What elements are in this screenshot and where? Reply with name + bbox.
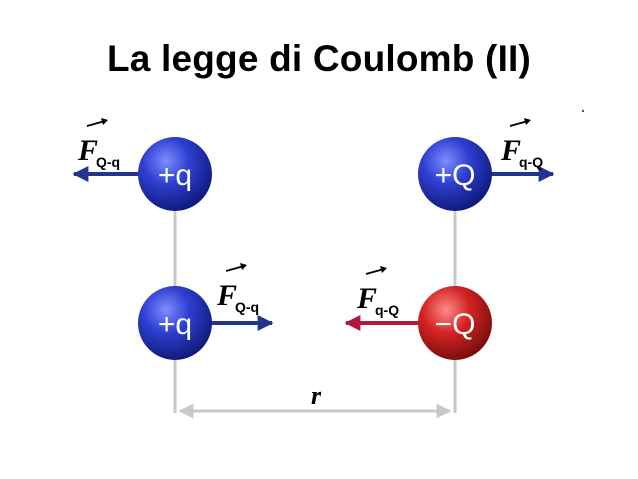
force-label-top-right: F q-Q xyxy=(500,118,543,170)
slide-title: La legge di Coulomb (II) xyxy=(106,38,532,79)
force-symbol: F xyxy=(216,279,237,312)
decorative-dot xyxy=(581,109,585,113)
force-symbol: F xyxy=(500,134,521,167)
force-subscript: Q-q xyxy=(96,154,120,170)
force-symbol: F xyxy=(356,282,377,315)
charge-top-left: +q xyxy=(138,137,212,211)
charge-label: +q xyxy=(158,159,192,192)
force-symbol: F xyxy=(77,134,98,167)
charge-bottom-right: −Q xyxy=(418,286,492,360)
force-subscript: Q-q xyxy=(235,299,259,315)
force-label-bottom-left: F Q-q xyxy=(216,263,259,315)
force-label-top-left: F Q-q xyxy=(77,118,120,170)
force-label-bottom-right: F q-Q xyxy=(356,266,399,318)
charge-label: +Q xyxy=(435,159,476,192)
charge-label: +q xyxy=(158,308,192,341)
charge-label: −Q xyxy=(435,308,476,341)
charge-bottom-left: +q xyxy=(138,286,212,360)
force-subscript: q-Q xyxy=(519,154,543,170)
charge-top-right: +Q xyxy=(418,137,492,211)
force-subscript: q-Q xyxy=(375,302,399,318)
distance-label: r xyxy=(311,381,322,410)
